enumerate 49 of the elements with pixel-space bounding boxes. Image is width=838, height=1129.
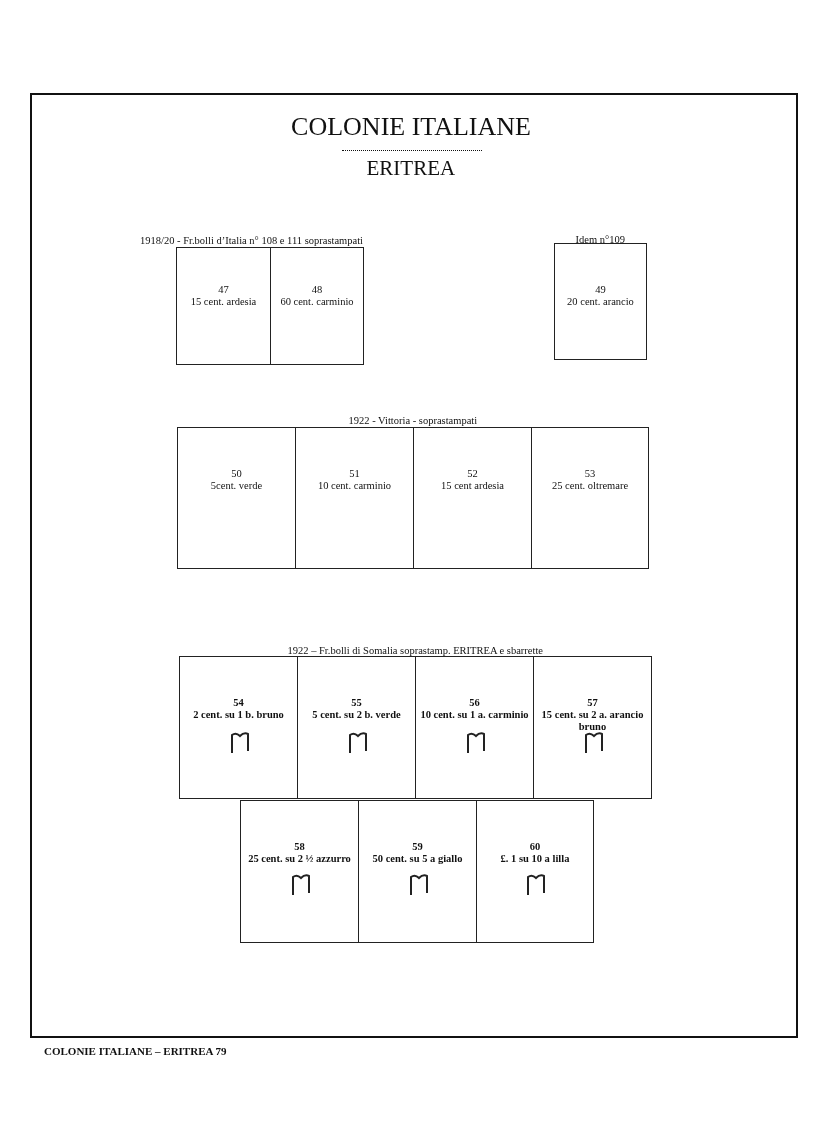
section-heading: 1922 - Vittoria - soprastampati bbox=[348, 415, 478, 426]
stamp-space bbox=[297, 656, 416, 799]
catalogue-number: 52 bbox=[466, 468, 479, 480]
catalogue-number: 48 bbox=[310, 284, 324, 296]
stamp-space bbox=[531, 427, 649, 569]
catalogue-number: 50 bbox=[230, 468, 243, 480]
stamp-space bbox=[295, 427, 414, 569]
stamp-description: £. 1 su 10 a lilla bbox=[499, 853, 571, 865]
stamp-space bbox=[240, 800, 359, 943]
stamp-description: 10 cent. carminio bbox=[316, 480, 393, 492]
stamp-description: 15 cent ardesia bbox=[440, 480, 505, 492]
stamp-description: 2 cent. su 1 b. bruno bbox=[192, 709, 285, 721]
stamp-space bbox=[554, 243, 647, 360]
stamp-space bbox=[413, 427, 532, 569]
stamp-space bbox=[270, 247, 364, 365]
stamp-description: 15 cent. ardesia bbox=[189, 296, 258, 308]
section-heading: 1918/20 - Fr.bolli d’Italia n° 108 e 111 soprastampati bbox=[140, 235, 363, 246]
stamp-description: 60 cent. carminio bbox=[279, 296, 355, 308]
stamp-description: 25 cent. oltremare bbox=[550, 480, 630, 492]
section-heading: Idem n°109 bbox=[575, 234, 625, 245]
stamp-description: 20 cent. arancio bbox=[566, 296, 635, 308]
stamp-space bbox=[358, 800, 477, 943]
stamp-description: 5cent. verde bbox=[209, 480, 264, 492]
catalogue-number: 51 bbox=[348, 468, 361, 480]
catalogue-number: 58 bbox=[293, 841, 306, 853]
catalogue-number: 59 bbox=[411, 841, 424, 853]
stamp-description: 15 cent. su 2 a. arancio bruno bbox=[540, 709, 645, 733]
stamp-description: 50 cent. su 5 a giallo bbox=[371, 853, 464, 865]
stamp-description: 5 cent. su 2 b. verde bbox=[311, 709, 402, 721]
stamp-description: 25 cent. su 2 ½ azzurro bbox=[247, 853, 352, 865]
stamp-space bbox=[176, 247, 271, 365]
stamp-space bbox=[476, 800, 594, 943]
stamp-space bbox=[533, 656, 652, 799]
catalogue-number: 53 bbox=[583, 468, 597, 480]
page-footer: COLONIE ITALIANE – ERITREA 79 bbox=[44, 1045, 227, 1057]
stamp-space bbox=[415, 656, 534, 799]
stamp-space bbox=[179, 656, 298, 799]
page-title: COLONIE ITALIANE bbox=[290, 112, 532, 142]
catalogue-number: 56 bbox=[468, 697, 481, 709]
catalogue-number: 55 bbox=[350, 697, 363, 709]
page-subtitle: ERITREA bbox=[366, 156, 456, 181]
catalogue-number: 57 bbox=[586, 697, 599, 709]
catalogue-number: 60 bbox=[528, 841, 542, 853]
catalogue-number: 54 bbox=[232, 697, 245, 709]
stamp-space bbox=[177, 427, 296, 569]
section-heading: 1922 – Fr.bolli di Somalia soprastamp. ERITREA e sbarrette bbox=[287, 645, 543, 656]
catalogue-number: 49 bbox=[594, 284, 607, 296]
stamp-description: 10 cent. su 1 a. carminio bbox=[420, 709, 529, 721]
catalogue-number: 47 bbox=[217, 284, 230, 296]
